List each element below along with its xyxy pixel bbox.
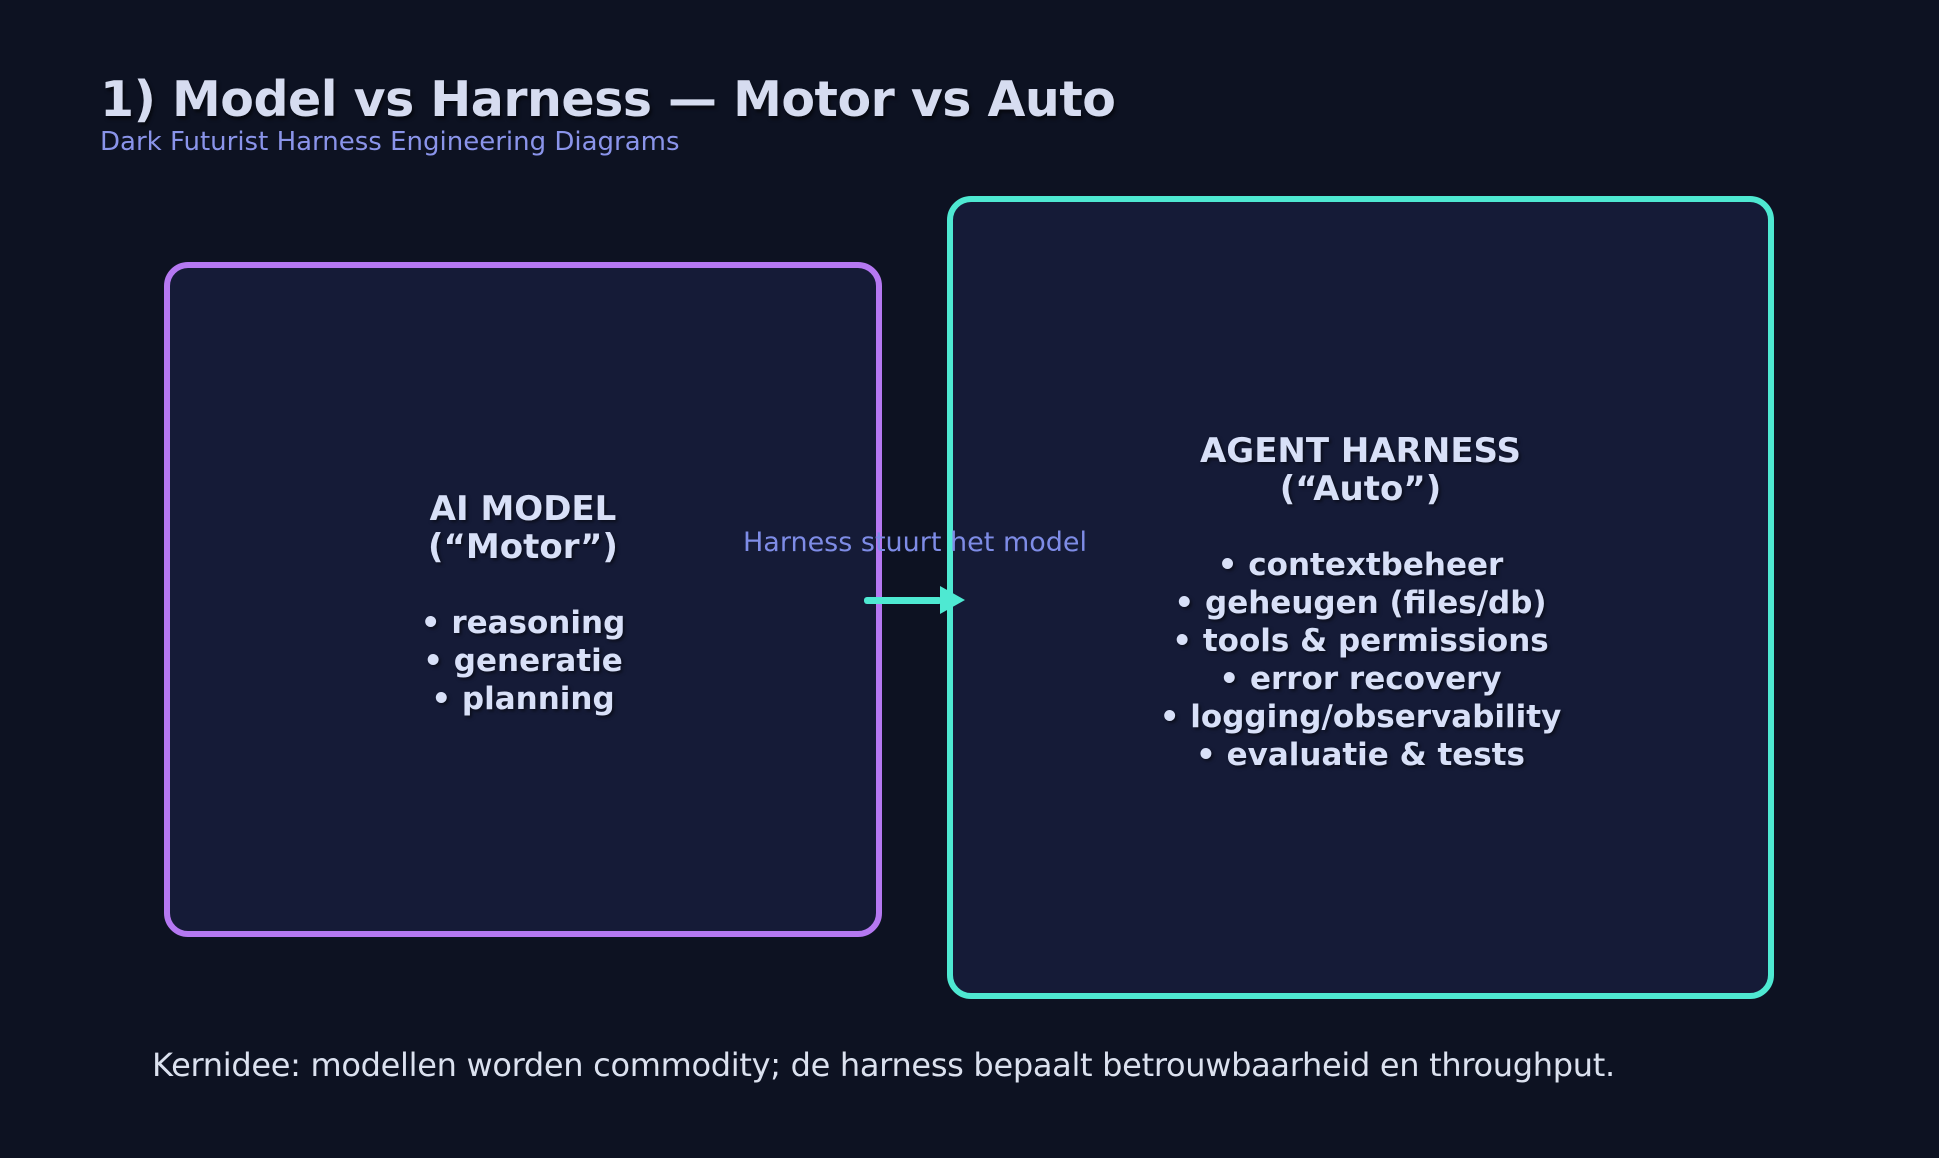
bullet-item: • error recovery	[1219, 661, 1502, 697]
spacer	[170, 566, 876, 604]
harness-box-content: AGENT HARNESS (“Auto”) • contextbeheer• …	[953, 432, 1768, 774]
harness-box-subtitle: (“Auto”)	[1279, 469, 1442, 509]
arrow-head-icon	[940, 586, 965, 614]
bullet-item: • logging/observability	[1159, 699, 1562, 735]
bullet-item: • contextbeheer	[1217, 547, 1504, 583]
page-subtitle: Dark Futurist Harness Engineering Diagra…	[100, 127, 680, 157]
arrow-label: Harness stuurt het model	[742, 527, 1088, 558]
model-box-content: AI MODEL (“Motor”) • reasoning• generati…	[170, 490, 876, 718]
bullet-item: • reasoning	[420, 605, 626, 641]
arrow-line	[864, 597, 942, 604]
harness-box: AGENT HARNESS (“Auto”) • contextbeheer• …	[947, 196, 1774, 999]
model-box: AI MODEL (“Motor”) • reasoning• generati…	[164, 262, 882, 937]
model-box-bullet-list: • reasoning• generatie• planning	[170, 604, 876, 718]
model-box-title: AI MODEL	[429, 489, 617, 529]
footer-note: Kernidee: modellen worden commodity; de …	[152, 1046, 1615, 1084]
bullet-item: • generatie	[423, 643, 623, 679]
harness-box-title: AGENT HARNESS	[1199, 431, 1521, 471]
bullet-item: • tools & permissions	[1172, 623, 1549, 659]
model-box-subtitle: (“Motor”)	[428, 527, 618, 567]
bullet-item: • planning	[431, 681, 615, 717]
harness-box-bullet-list: • contextbeheer• geheugen (files/db)• to…	[953, 546, 1768, 774]
page-title: 1) Model vs Harness — Motor vs Auto	[100, 71, 1116, 128]
bullet-item: • geheugen (files/db)	[1174, 585, 1547, 621]
bullet-item: • evaluatie & tests	[1195, 737, 1526, 773]
